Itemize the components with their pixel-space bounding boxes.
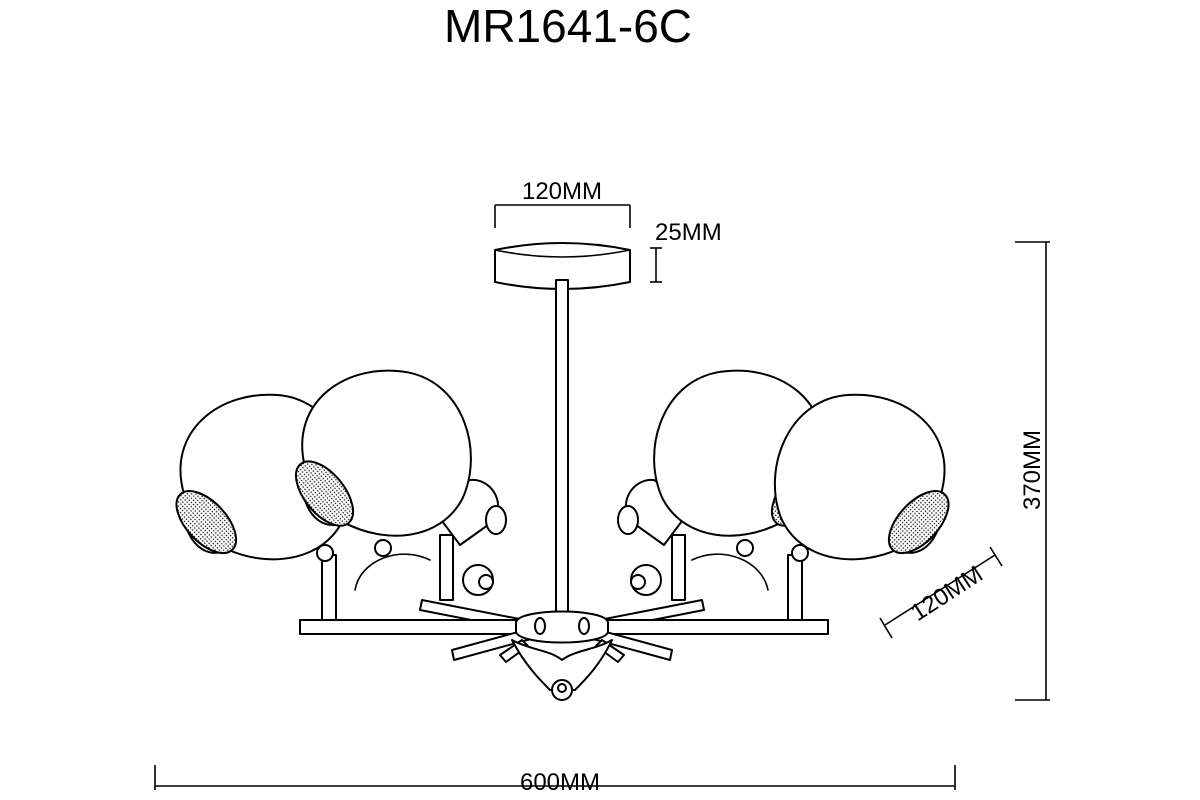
canopy-width-label: 120MM — [522, 178, 602, 205]
canopy-height-label: 25MM — [655, 219, 722, 246]
shade-size-label: 120MM — [906, 561, 988, 627]
stem-rod — [555, 279, 569, 616]
model-title: MR1641-6C — [444, 0, 692, 52]
total-height-dimension: 370MM — [1015, 241, 1050, 701]
canopy-height-dimension: 25MM — [650, 219, 722, 283]
canopy-width-dimension: 120MM — [494, 178, 631, 228]
total-height-label: 370MM — [1019, 430, 1046, 510]
total-width-dimension: 600MM — [154, 765, 956, 796]
chandelier-fixture — [150, 242, 975, 701]
shade-size-dimension: 120MM — [879, 546, 1003, 639]
total-width-label: 600MM — [520, 769, 600, 796]
central-hub — [515, 610, 609, 644]
